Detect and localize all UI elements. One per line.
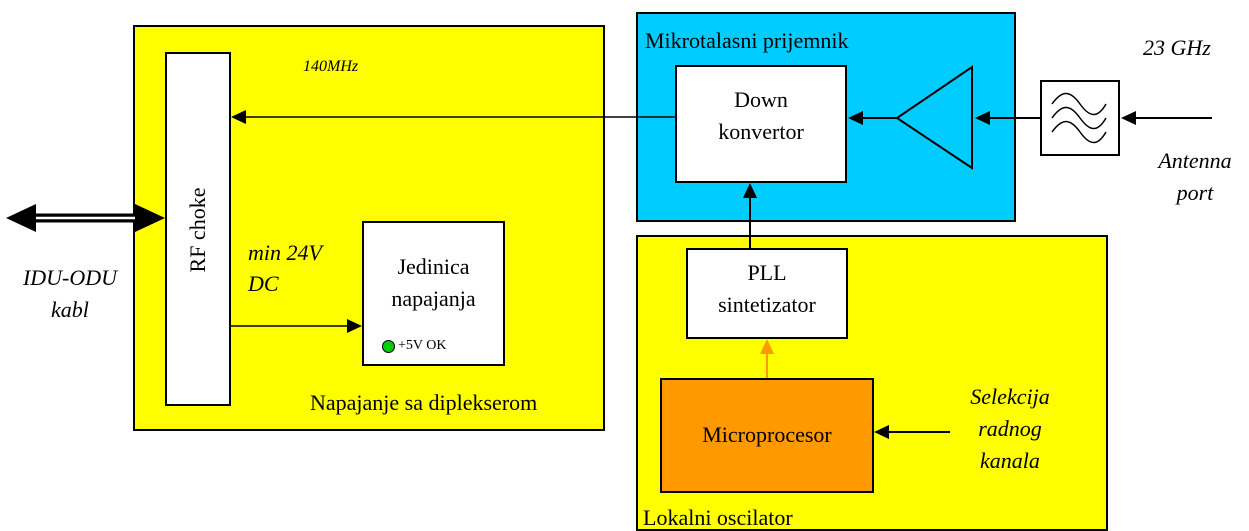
rf-frequency-label: 23 GHz — [1143, 35, 1211, 60]
microprocessor-label: Microprocesor — [702, 422, 832, 447]
bandpass-filter-icon — [1051, 92, 1107, 144]
rf-choke-block — [165, 52, 231, 406]
dc-input-label-line1: min 24V — [248, 240, 322, 265]
channel-select-arrow — [874, 425, 950, 439]
pll-label-line2: sintetizator — [718, 292, 816, 317]
amplifier-to-converter-arrow — [848, 111, 897, 125]
dc-input-label-line2: DC — [248, 271, 279, 296]
microwave-receiver-label: Mikrotalasni prijemnik — [645, 28, 849, 53]
down-converter-label-line1: Down — [734, 87, 788, 112]
pll-label-line1: PLL — [747, 260, 787, 285]
cable-label-line1: IDU-ODU — [22, 265, 118, 290]
antenna-input-arrow — [1121, 111, 1212, 125]
power-unit-block — [362, 221, 505, 366]
channel-select-label-line3: kanala — [980, 448, 1040, 473]
power-unit-label-line2: napajanja — [391, 286, 476, 311]
control-arrow — [760, 339, 774, 378]
pll-to-converter-arrow — [743, 183, 757, 248]
power-ok-led — [382, 340, 395, 353]
channel-select-label-line1: Selekcija — [970, 384, 1050, 409]
antenna-port-label-line2: port — [1176, 180, 1214, 205]
down-converter-label-line2: konvertor — [718, 119, 804, 144]
idu-odu-cable-arrow — [6, 204, 165, 232]
down-converter-block — [675, 65, 847, 183]
filter-to-amplifier-arrow — [975, 111, 1040, 125]
local-oscillator-label: Lokalni oscilator — [643, 505, 793, 530]
pll-synthesizer-block — [686, 248, 848, 339]
if-output-arrow — [231, 110, 675, 124]
power-ok-label: +5V OK — [398, 338, 447, 353]
amplifier-triangle-icon — [895, 65, 973, 170]
power-diplexer-label: Napajanje sa diplekserom — [310, 390, 538, 415]
microprocessor-block — [660, 378, 874, 493]
antenna-port-label-line1: Antenna — [1158, 148, 1232, 173]
power-unit-label-line1: Jedinica — [397, 254, 470, 279]
if-frequency-label: 140MHz — [303, 58, 359, 75]
dc-feed-arrow — [231, 319, 362, 333]
channel-select-label-line2: radnog — [978, 416, 1042, 441]
cable-label-line2: kabl — [51, 297, 89, 322]
